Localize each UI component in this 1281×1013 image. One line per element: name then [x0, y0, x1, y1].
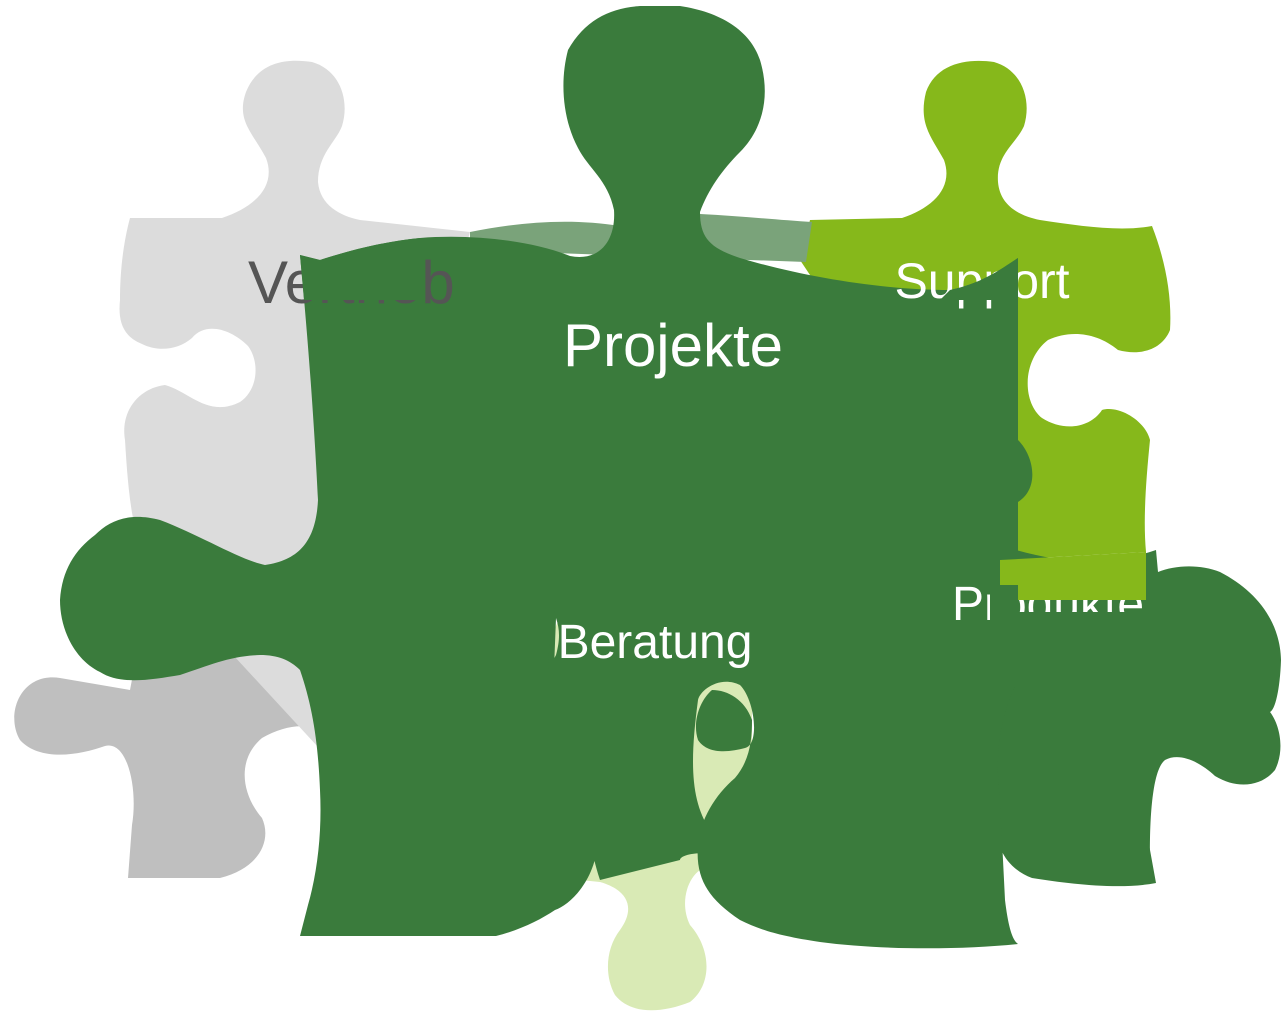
label-beratung: Beratung [558, 616, 753, 669]
puzzle-occluder-produkte-left [990, 585, 1018, 640]
puzzle-piece-projekte [60, 6, 1033, 949]
puzzle-occluder-produkte-top [1000, 552, 1146, 600]
puzzle-occluder-projekte-right [940, 258, 1018, 300]
label-projekte: Projekte [563, 312, 783, 379]
puzzle-occluder-projekte-top [300, 238, 420, 300]
puzzle-occluder-beratung-left [520, 600, 556, 670]
puzzle-occluder-beratung-right [752, 600, 790, 680]
puzzle-occluder-produkte-body [1000, 612, 1160, 640]
